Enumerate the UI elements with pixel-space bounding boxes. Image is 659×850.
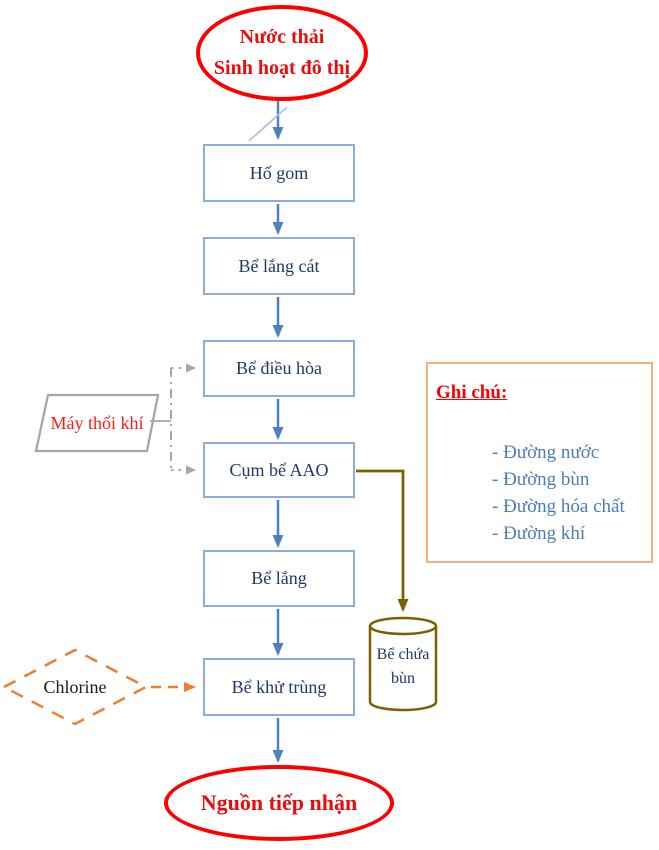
legend-item-chemical: - Đường hóa chất [492, 496, 625, 517]
node-cum-be-aao-label: Cụm bể AAO [229, 459, 329, 480]
node-be-lang: Bể lắng [203, 550, 355, 607]
node-be-dieu-hoa: Bể điều hòa [203, 340, 355, 397]
node-sludge-tank-label: Bể chứa bùn [370, 636, 436, 698]
node-ho-gom-label: Hố gom [249, 162, 309, 183]
node-be-lang-cat: Bể lắng cát [203, 237, 355, 295]
node-be-lang-cat-label: Bể lắng cát [238, 255, 320, 276]
chlorine-text: Chlorine [43, 676, 107, 697]
node-chlorine-label: Chlorine [4, 650, 146, 724]
break-slash-2 [248, 112, 281, 142]
node-be-khu-trung-label: Bể khử trùng [231, 676, 327, 697]
node-ho-gom: Hố gom [203, 144, 355, 202]
chlorine-shape [1, 648, 149, 726]
legend-item-sludge: - Đường bùn [492, 469, 590, 490]
air-blower-text: Máy thổi khí [50, 412, 144, 433]
node-be-khu-trung: Bể khử trùng [203, 658, 355, 716]
node-sink: Nguồn tiếp nhận [164, 765, 394, 841]
legend-title: Ghi chú: [436, 382, 508, 403]
sludge-tank-body [368, 626, 438, 712]
node-air-blower-label: Máy thổi khí [36, 395, 158, 451]
sludge-tank-text-line2: bùn [391, 670, 415, 687]
sludge-tank-lid [368, 616, 438, 636]
node-cum-be-aao: Cụm bể AAO [203, 442, 355, 498]
sludge-tank-text-line1: Bể chứa [376, 646, 430, 663]
node-source: Nước thải Sinh hoạt đô thị [196, 5, 368, 101]
node-source-line2: Sinh hoạt đô thị [213, 57, 351, 79]
legend-item-air: - Đường khí [492, 523, 586, 544]
node-be-lang-label: Bể lắng [251, 568, 307, 588]
node-be-dieu-hoa-label: Bể điều hòa [236, 358, 322, 378]
arrow-aao-to-sludgetank [356, 469, 409, 612]
legend-box [426, 362, 653, 563]
node-source-line1: Nước thải [239, 26, 325, 48]
legend-item-water: - Đường nước [492, 442, 600, 463]
node-sink-label: Nguồn tiếp nhận [200, 790, 358, 815]
air-blower-shape [34, 393, 160, 453]
